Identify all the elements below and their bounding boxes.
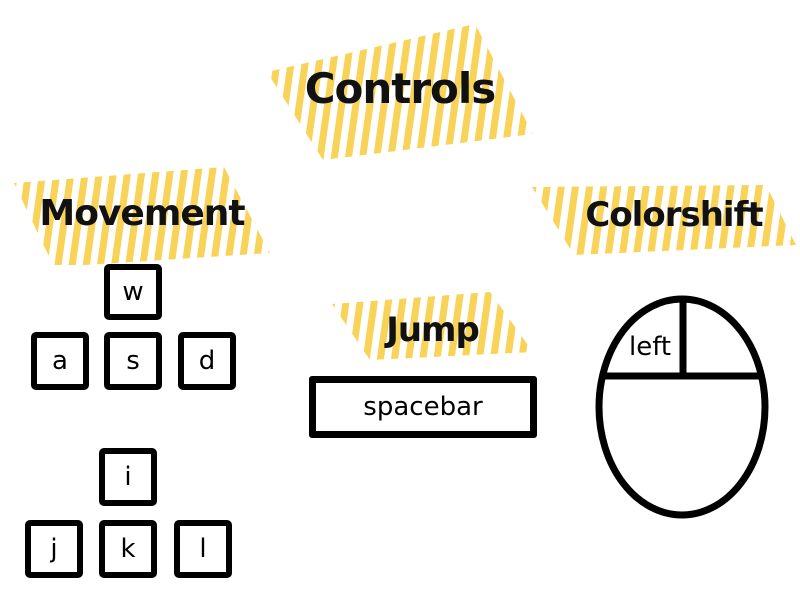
key-i: i (99, 448, 157, 506)
colorshift-banner: Colorshift (530, 183, 798, 258)
key-s: s (104, 332, 162, 390)
key-j: j (25, 520, 83, 578)
striped-banner-background (332, 292, 533, 360)
controls-banner: Controls (265, 22, 535, 162)
jump-banner: Jump (330, 290, 535, 360)
colorshift-title: Colorshift (585, 195, 763, 235)
mouse-icon (590, 292, 775, 524)
striped-banner-background (14, 167, 270, 265)
key-d: d (178, 332, 236, 390)
striped-banner-background (267, 24, 533, 160)
controls-title: Controls (304, 64, 497, 113)
key-k: k (99, 520, 157, 578)
mouse-left-button-label: left (629, 332, 672, 362)
movement-banner: Movement (12, 165, 272, 265)
jump-title: Jump (386, 310, 480, 350)
movement-title: Movement (39, 193, 245, 234)
key-spacebar: spacebar (309, 376, 537, 438)
key-l: l (174, 520, 232, 578)
key-w: w (104, 264, 162, 320)
striped-banner-background (532, 185, 796, 255)
key-a: a (31, 332, 89, 390)
